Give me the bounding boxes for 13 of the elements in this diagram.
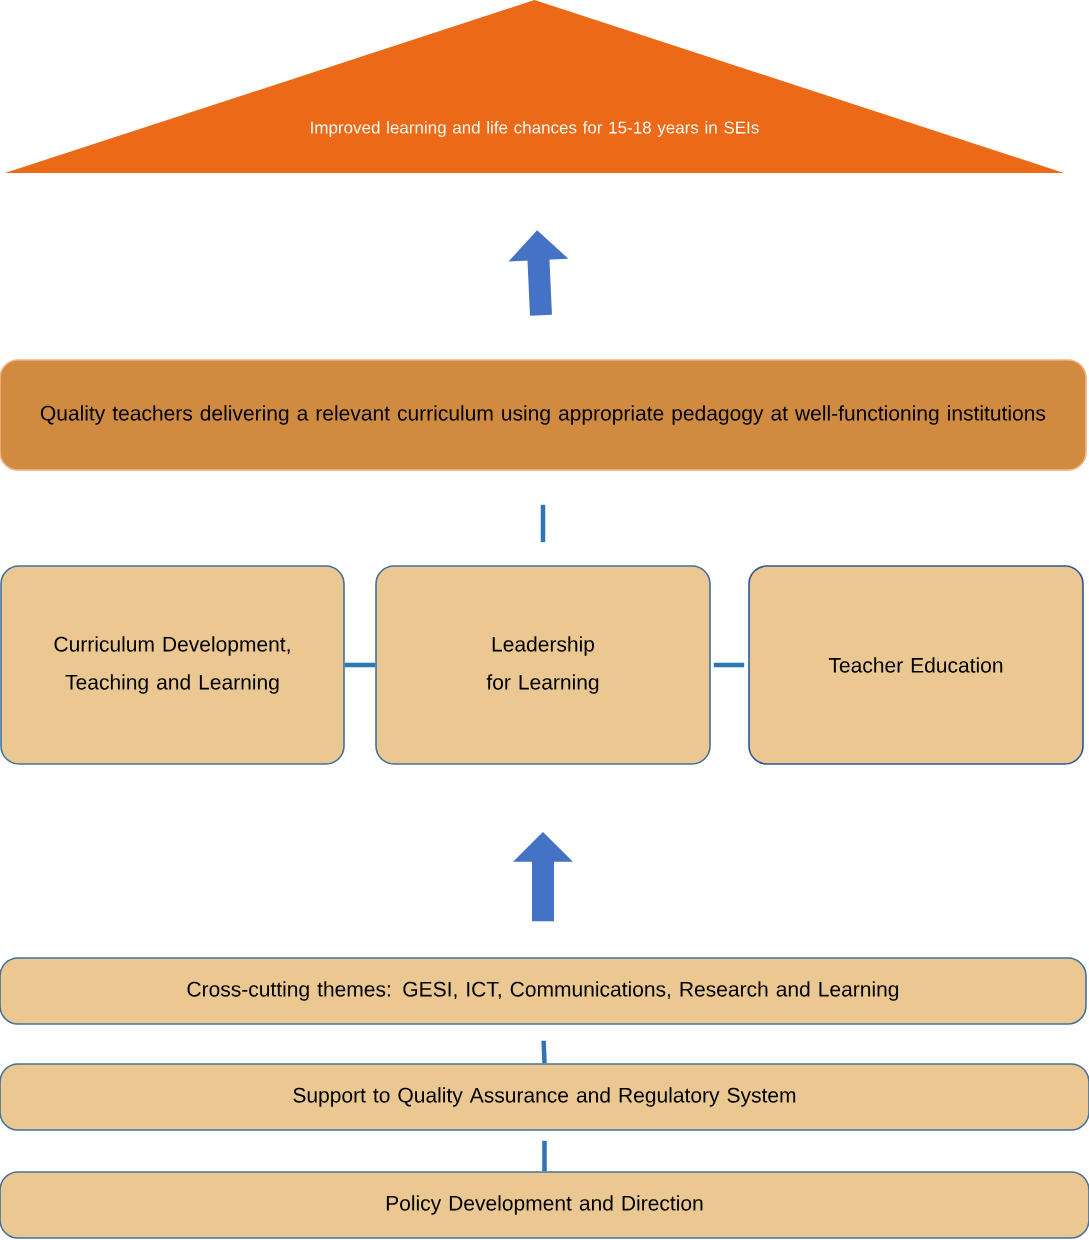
connector-bar bbox=[541, 1040, 547, 1064]
process-box: Leadership for Learning bbox=[375, 565, 711, 765]
process-box: Quality teachers delivering a relevant curriculum using appropriate pedagogy at well-functioning institutions bbox=[0, 359, 1087, 471]
roof-triangle: Improved learning and life chances for 15-18 years in SEIs bbox=[5, 0, 1064, 173]
connector-bar bbox=[713, 662, 745, 668]
process-box: Curriculum Development, Teaching and Learning bbox=[0, 565, 345, 765]
connector-bar bbox=[344, 662, 376, 668]
process-box: Policy Development and Direction bbox=[0, 1171, 1089, 1239]
process-box: Support to Quality Assurance and Regulatory System bbox=[0, 1063, 1089, 1131]
process-box: Teacher Education bbox=[748, 565, 1084, 765]
connector-bar bbox=[542, 1140, 547, 1172]
process-box: Cross-cutting themes: GESI, ICT, Communications, Research and Learning bbox=[0, 957, 1087, 1025]
connector-bar bbox=[540, 504, 546, 543]
